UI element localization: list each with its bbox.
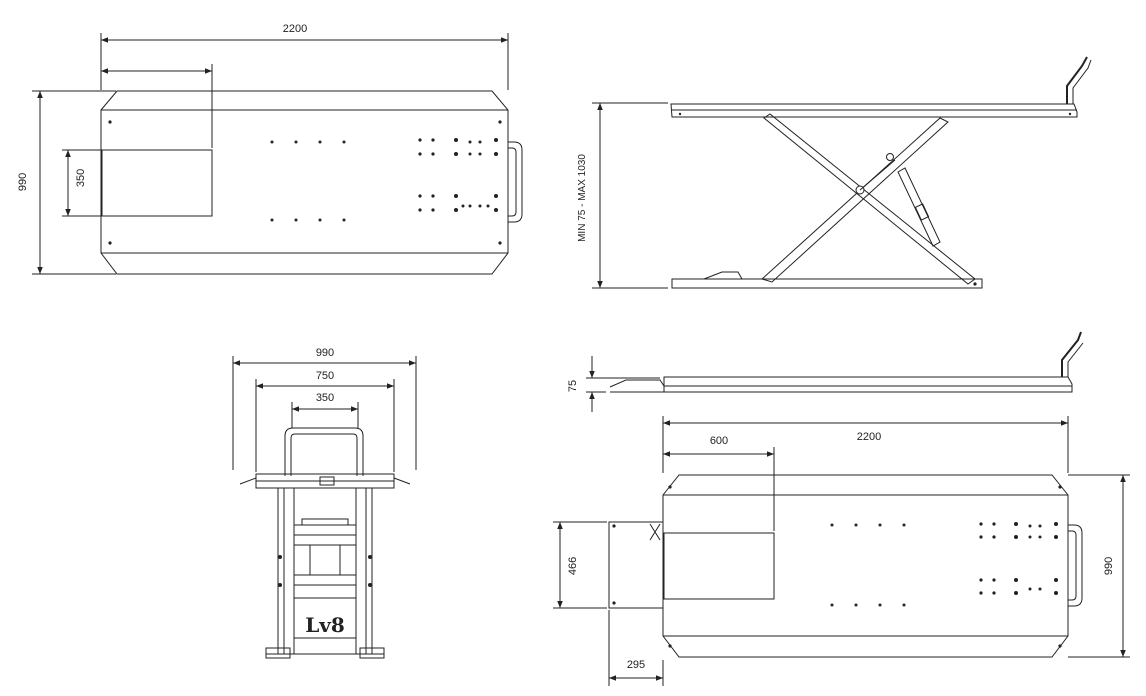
bottom-view: 2200 600 990 466 295	[553, 416, 1130, 686]
bottom-plate-offset-label: 600	[710, 435, 728, 447]
bottom-extension-depth-label: 295	[627, 659, 645, 671]
bottom-extension-width-label: 466	[567, 557, 579, 575]
top-plate-label: 350	[75, 169, 87, 187]
front-view: Lv8 990 750 350	[232, 347, 417, 659]
top-length-label: 2200	[283, 23, 307, 35]
top-view: 2200 990 350	[17, 23, 523, 275]
front-handle-width-label: 350	[316, 392, 334, 404]
bottom-hole-pattern	[668, 485, 1062, 648]
lowered-height-label: 75	[567, 380, 579, 392]
hole-pattern	[270, 138, 498, 222]
front-logo: Lv8	[305, 613, 345, 637]
bottom-length-label: 2200	[857, 431, 881, 443]
side-height-label: MIN 75 - MAX 1030	[577, 154, 588, 242]
lowered-view: 75	[567, 331, 1084, 412]
side-view: MIN 75 - MAX 1030	[577, 56, 1092, 289]
top-width-label: 990	[17, 173, 29, 191]
front-overall-width-label: 990	[316, 347, 334, 359]
bottom-width-label: 990	[1103, 557, 1115, 575]
front-inner-width-label: 750	[316, 370, 334, 382]
